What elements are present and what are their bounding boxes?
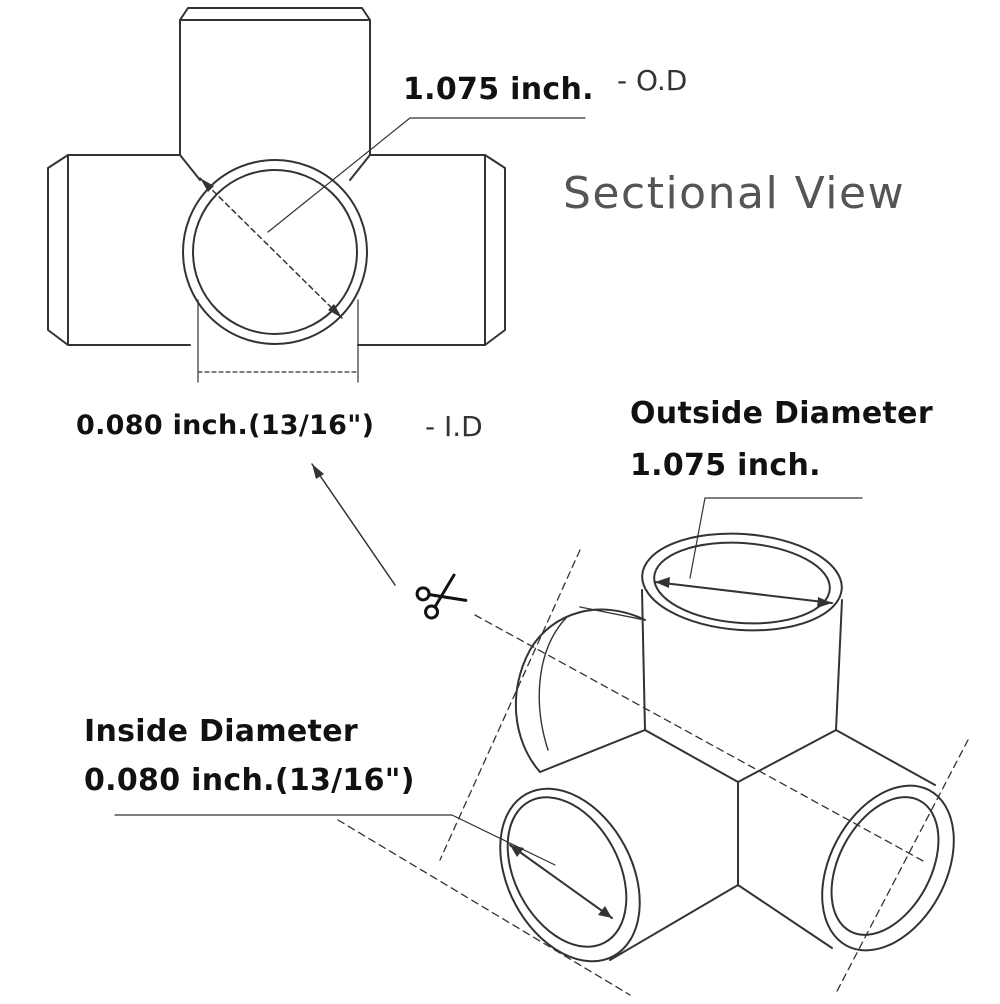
inner-bore-circle xyxy=(192,169,358,335)
outside-diameter-title: Outside Diameter xyxy=(630,396,933,431)
diagram-title: Sectional View xyxy=(563,168,906,219)
outside-leader xyxy=(689,497,863,579)
od-value-label: 1.075 inch. xyxy=(403,72,594,107)
inside-leader xyxy=(114,814,556,866)
od-leader xyxy=(267,117,586,233)
isometric-view-drawing xyxy=(114,463,969,996)
left-socket-inner xyxy=(506,796,628,948)
top-socket-outer xyxy=(641,532,843,632)
right-socket-body xyxy=(835,729,936,786)
scissors-icon xyxy=(415,573,468,620)
id-suffix-label: - I.D xyxy=(425,410,483,443)
outside-diameter-value: 1.075 inch. xyxy=(630,448,821,483)
left-arm-outline xyxy=(47,154,191,346)
left-socket-outer xyxy=(499,787,641,963)
inside-diameter-title: Inside Diameter xyxy=(84,714,358,749)
outer-bore-circle xyxy=(182,159,368,345)
left-socket-body xyxy=(539,729,646,773)
outside-dim-arrow xyxy=(654,581,833,604)
top-branch-body xyxy=(641,589,843,731)
id-value-label: 0.080 inch.(13/16") xyxy=(76,410,375,441)
back-left-branch xyxy=(514,608,646,773)
top-branch-outline xyxy=(179,7,371,156)
top-socket-inner xyxy=(653,541,831,625)
od-suffix-label: - O.D xyxy=(617,64,688,97)
junction-lines xyxy=(644,729,837,886)
right-socket-inner xyxy=(830,796,940,936)
cut-line xyxy=(474,614,926,863)
right-socket-outer xyxy=(821,784,955,952)
inside-dim-arrow xyxy=(509,844,613,919)
od-dimension-line xyxy=(199,177,343,319)
body-outline xyxy=(179,154,371,181)
right-arm-outline xyxy=(357,154,506,346)
inside-diameter-value: 0.080 inch.(13/16") xyxy=(84,763,415,798)
sectional-view-drawing xyxy=(47,7,586,383)
